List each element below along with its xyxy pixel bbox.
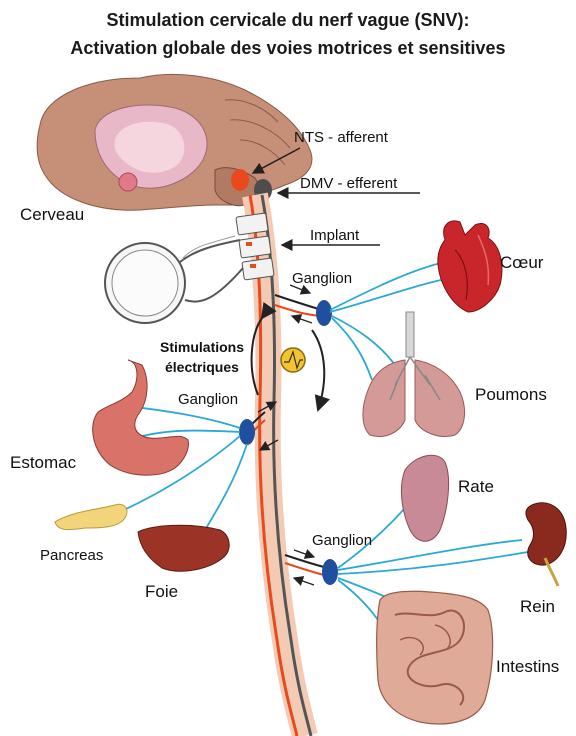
implant-label: Implant	[310, 227, 360, 244]
ganglion-label-2: Ganglion	[178, 391, 238, 408]
lungs-illustration	[363, 312, 465, 437]
nts-nucleus	[231, 169, 249, 191]
rein-label: Rein	[520, 597, 555, 616]
heart-illustration	[438, 221, 502, 312]
ganglion-abdominal	[322, 559, 338, 585]
stomach-illustration	[93, 360, 189, 475]
implant-device	[105, 213, 274, 323]
rate-label: Rate	[458, 477, 494, 496]
ganglion-gastric	[239, 419, 255, 445]
ganglion-label-3: Ganglion	[312, 532, 372, 549]
ganglion-thoracic	[316, 300, 332, 326]
pancreas-label: Pancreas	[40, 547, 103, 564]
stim-down-arrow	[312, 330, 324, 410]
stimulation-label-line1: Stimulations	[160, 339, 244, 355]
stimulation-label-line2: électriques	[165, 359, 239, 375]
dmv-label: DMV - efferent	[300, 175, 398, 192]
estomac-label: Estomac	[10, 453, 77, 472]
spleen-illustration	[401, 455, 448, 541]
nts-label: NTS - afferent	[294, 129, 389, 146]
pancreas-illustration	[55, 504, 127, 529]
kidney-illustration	[526, 503, 566, 586]
ganglion-label-1: Ganglion	[292, 270, 352, 287]
intestines-illustration	[377, 591, 493, 724]
foie-label: Foie	[145, 582, 178, 601]
cerveau-label: Cerveau	[20, 205, 84, 224]
liver-illustration	[138, 525, 229, 571]
coeur-label: Cœur	[500, 253, 544, 272]
intestins-label: Intestins	[496, 657, 559, 676]
poumons-label: Poumons	[475, 385, 547, 404]
